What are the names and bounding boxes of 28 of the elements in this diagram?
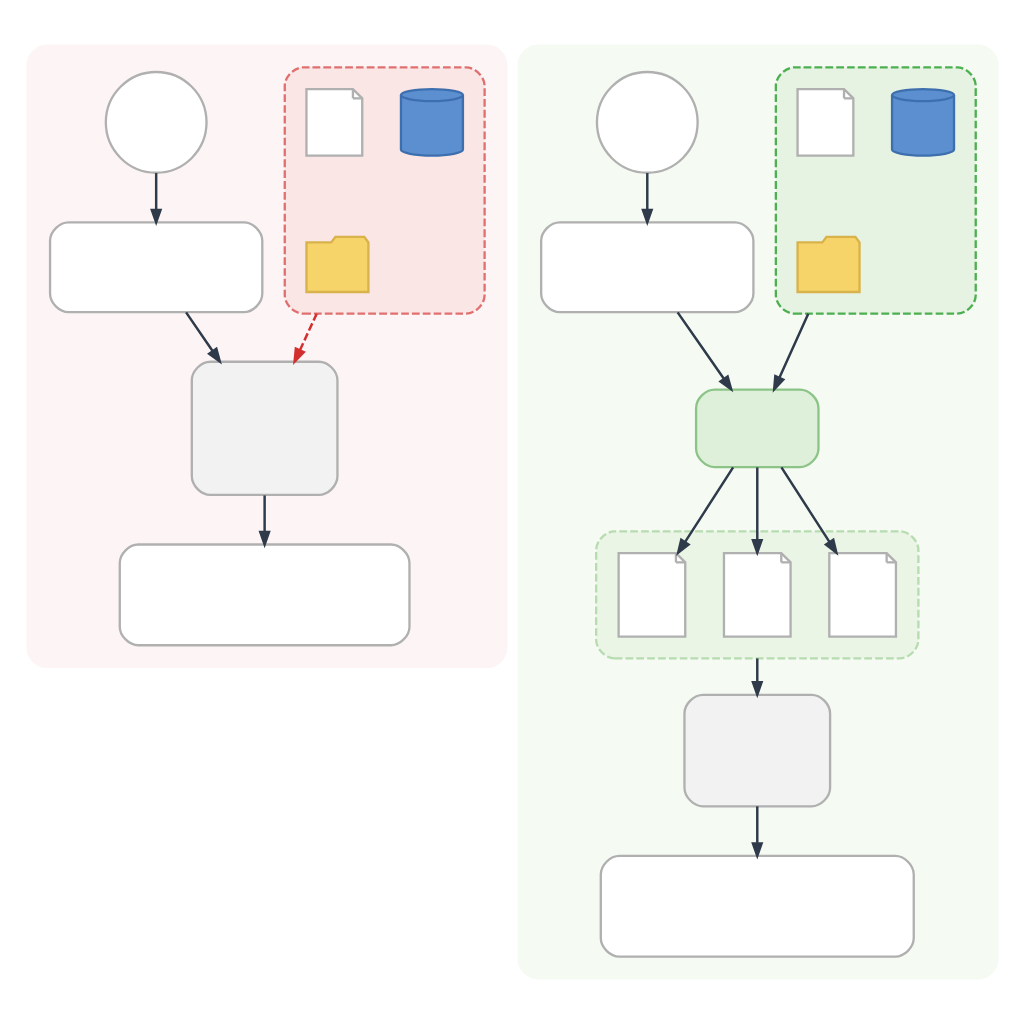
node-box <box>682 693 831 808</box>
node-box <box>118 543 411 647</box>
cluster <box>774 66 977 315</box>
arrow <box>640 173 653 226</box>
arrow <box>292 313 318 366</box>
node-box <box>694 388 820 469</box>
cluster <box>25 44 507 669</box>
node-circle <box>595 70 699 174</box>
arrow <box>676 311 733 393</box>
node-box <box>599 854 915 958</box>
arrow <box>675 466 734 556</box>
node-box <box>48 221 263 314</box>
arrow <box>149 173 162 226</box>
node-folder <box>304 235 370 294</box>
arrow <box>750 806 763 860</box>
arrow <box>772 313 809 393</box>
node-circle <box>104 70 208 174</box>
cluster <box>594 530 920 660</box>
node-folder <box>795 235 861 294</box>
arrow <box>750 467 763 557</box>
arrow <box>750 658 763 699</box>
arrow <box>184 311 222 365</box>
cluster <box>517 44 999 980</box>
cluster <box>283 66 486 315</box>
node-box <box>190 360 339 497</box>
arrow <box>779 466 838 556</box>
node-box <box>539 221 755 314</box>
arrow <box>258 495 271 549</box>
